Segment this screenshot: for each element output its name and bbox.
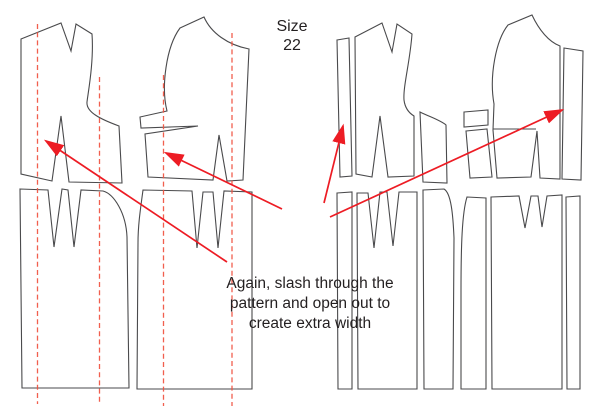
front-bodice-strip-piece (561, 47, 584, 181)
front-bodice-piece (139, 16, 250, 182)
back-skirt-piece (19, 188, 130, 389)
arrow-to-back-bodice (43, 139, 228, 263)
caption-line-2: pattern and open out to (229, 295, 391, 312)
front-skirt-hip-piece (460, 196, 487, 390)
caption-line-3: create extra width (248, 315, 372, 332)
size-label-number: 22 (283, 37, 301, 54)
slash-guide-lines (36, 24, 233, 406)
back-skirt-strip-piece (336, 191, 353, 390)
back-bodice-side-piece (419, 111, 448, 184)
front-bodice-lower-piece (465, 128, 493, 179)
size-label-word: Size (276, 18, 308, 35)
back-bodice-main-piece (354, 22, 415, 178)
front-bodice-sliver-piece (463, 109, 489, 128)
front-skirt-piece (136, 189, 253, 390)
instruction-caption: Again, slash through the pattern and ope… (210, 274, 410, 334)
annotation-arrows (43, 108, 565, 263)
back-skirt-main-piece (356, 191, 418, 390)
back-skirt-side-piece (422, 188, 455, 390)
original-pattern-group (19, 16, 253, 390)
front-bodice-main-piece (491, 14, 561, 180)
slashed-pattern-group (336, 14, 584, 390)
front-skirt-main-piece (490, 194, 563, 390)
size-label: Size 22 (262, 17, 322, 55)
front-skirt-strip-piece (565, 195, 581, 390)
back-bodice-strip-piece (336, 37, 353, 178)
arrow-to-slashed-front-bodice (329, 108, 565, 218)
caption-line-1: Again, slash through the (226, 275, 394, 292)
arrow-to-front-bodice (163, 151, 283, 210)
back-bodice-piece (20, 22, 123, 184)
arrow-to-slashed-back-bodice (323, 123, 346, 204)
